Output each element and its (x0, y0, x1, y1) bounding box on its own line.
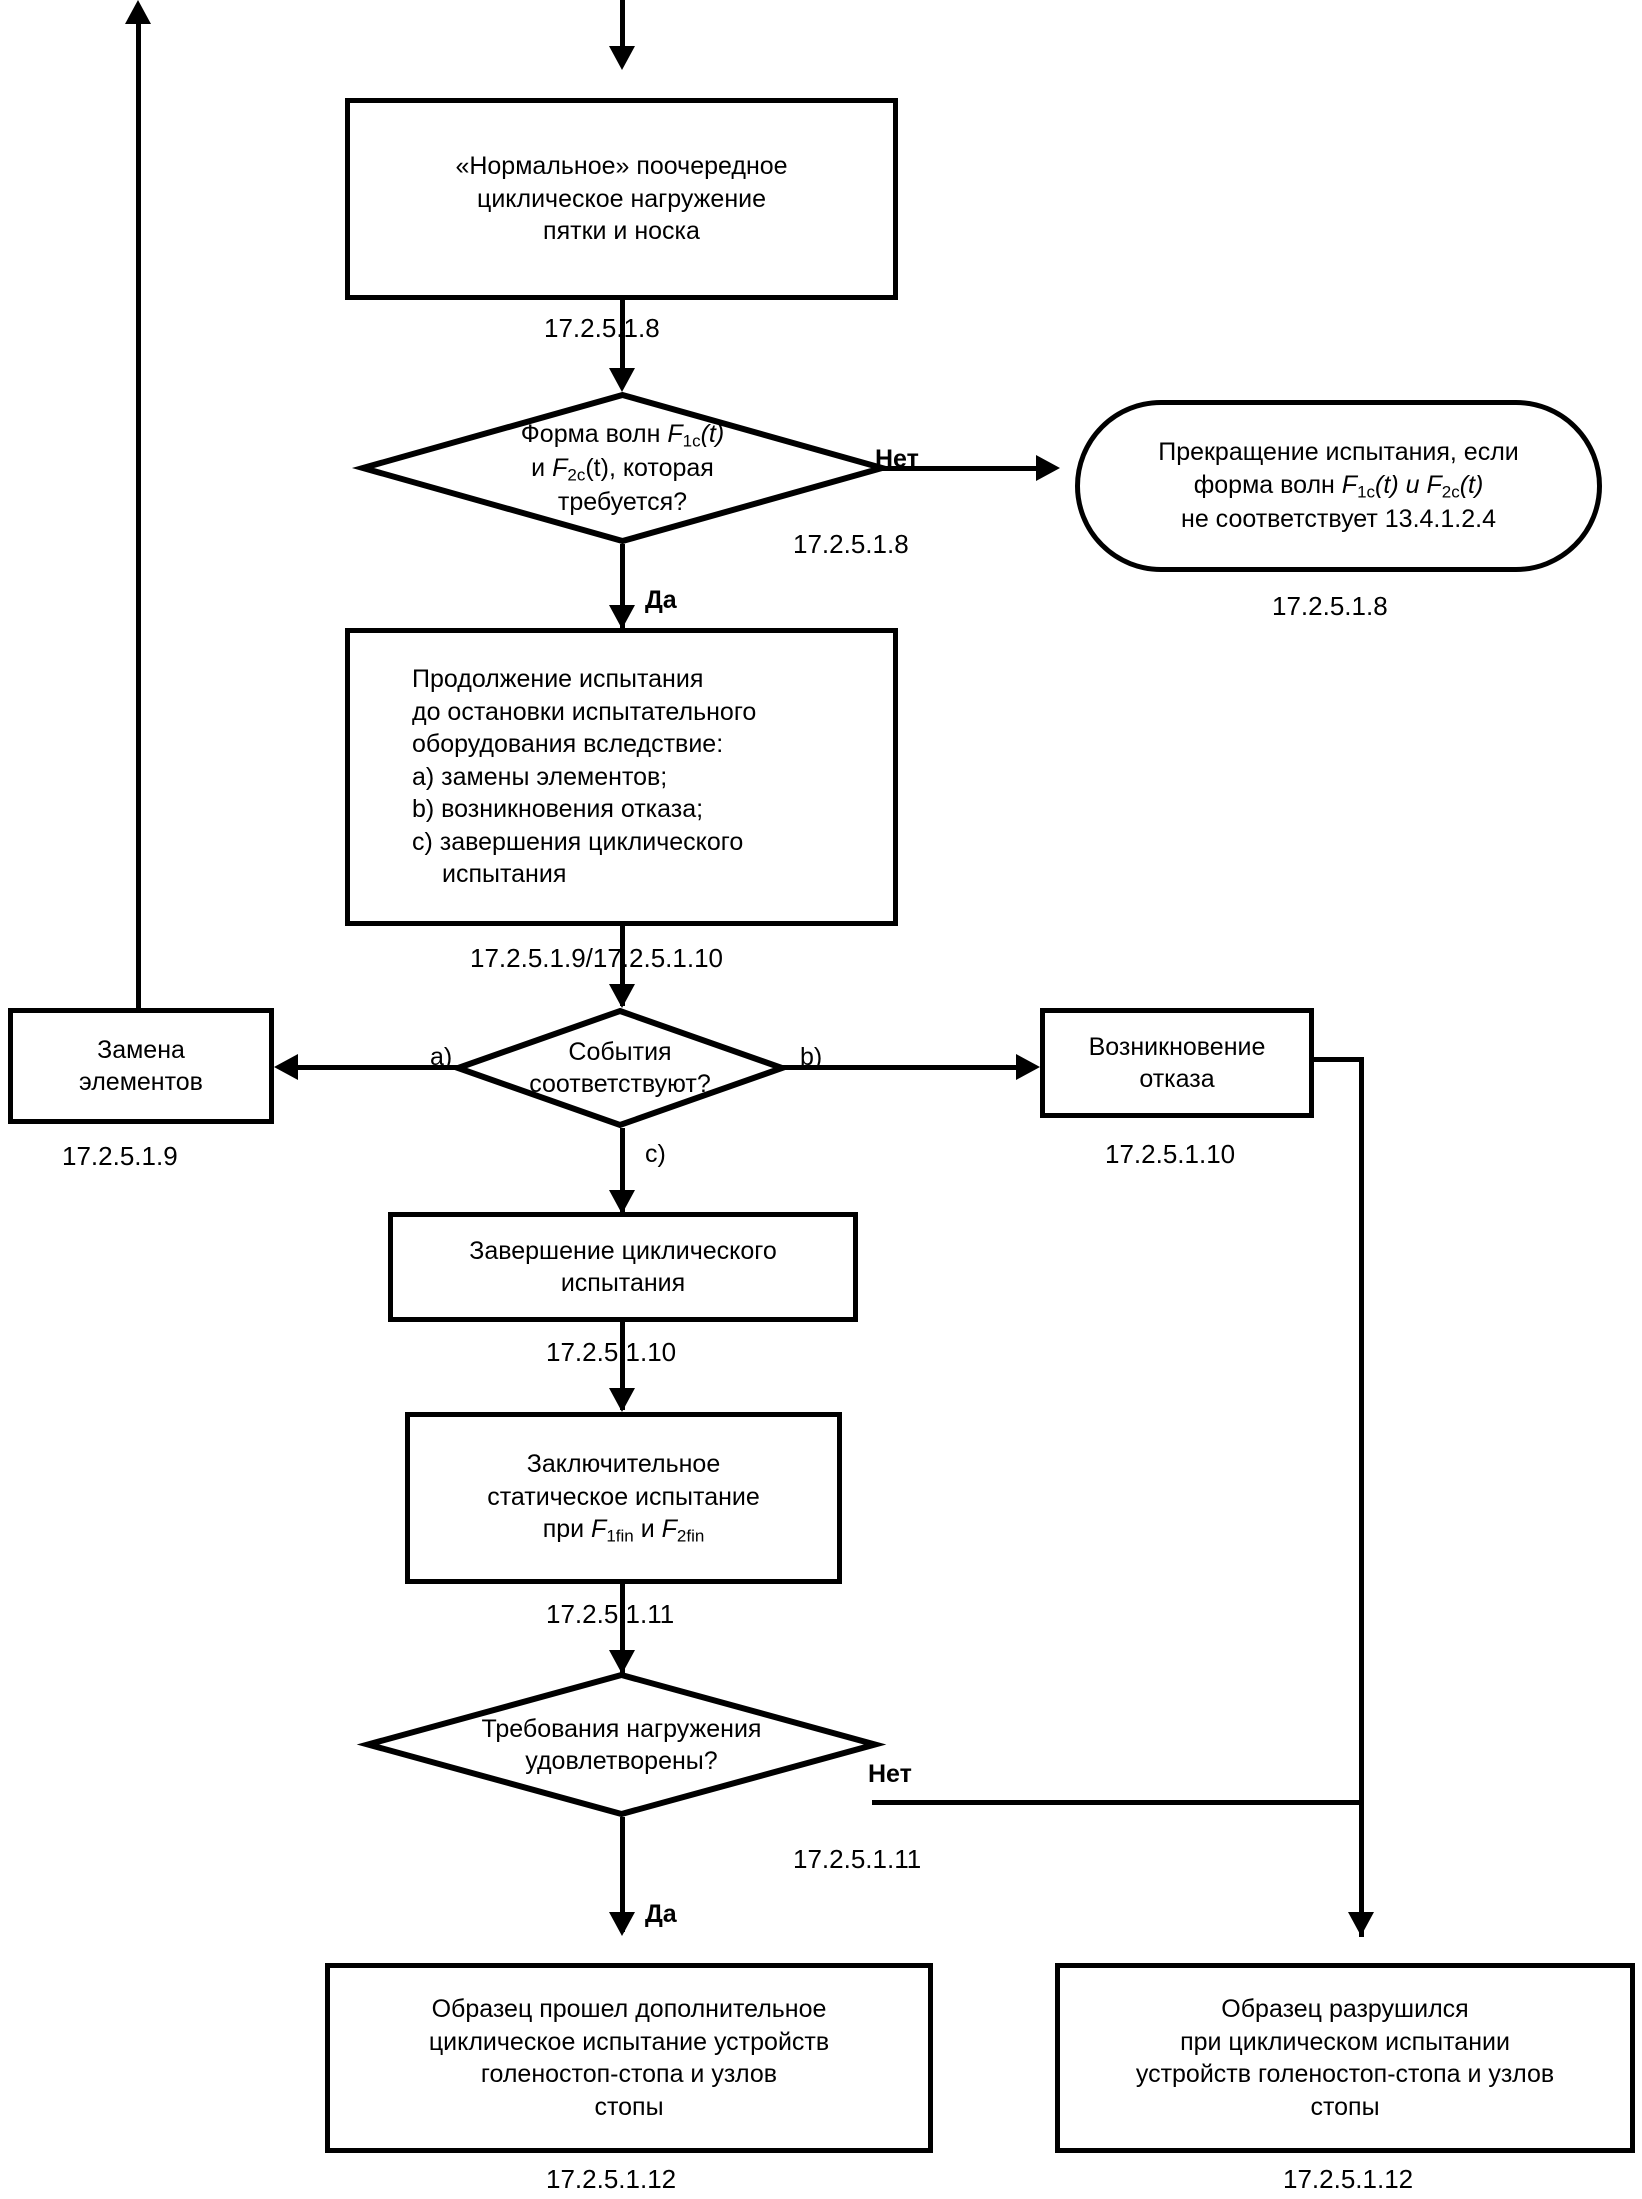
node-replace-elements-line2: элементов (79, 1068, 203, 1096)
connector-events-to-replace-arrowhead (274, 1054, 298, 1080)
clause-continue-test: 17.2.5.1.9/17.2.5.1.10 (470, 943, 723, 973)
clause-passed: 17.2.5.1.12 (546, 2164, 677, 2194)
connector-failure-right (1309, 1057, 1364, 1062)
node-passed-text: Образец прошел дополнительное циклическо… (330, 1993, 928, 2123)
clause-cycle-complete: 17.2.5.1.10 (546, 1337, 677, 1367)
node-continue-test-line4: a) замены элементов; (412, 762, 668, 791)
clause-failed: 17.2.5.1.12 (1283, 2164, 1414, 2194)
node-final-static: Заключительное статическое испытание при… (405, 1412, 842, 1584)
node-failed: Образец разрушился при циклическом испыт… (1055, 1963, 1635, 2153)
connector-events-branch-c-arrowhead (609, 1190, 635, 1214)
node-continue-test-line6: c) завершения циклического (412, 827, 744, 856)
node-cycle-complete-line2: испытания (560, 1269, 686, 1297)
node-failed-line4: стопы (1310, 2092, 1380, 2121)
requirements-decision-shape (356, 1671, 887, 1818)
connector-continue-to-events (620, 926, 625, 1006)
node-normal-loading-line3: пятки и носка (543, 217, 700, 246)
node-stop-test: Прекращение испытания, если форма волн F… (1075, 400, 1602, 572)
node-events-decision: События соответствуют? (448, 1007, 792, 1129)
entry-arrowhead (609, 46, 635, 70)
node-passed-line2: циклическое испытание устройств (428, 2027, 830, 2056)
node-requirements-decision: Требования нагружения удовлетворены? (356, 1671, 887, 1818)
label-events-branch-a: a) (430, 1043, 453, 1071)
node-stop-test-text: Прекращение испытания, если форма волн F… (1080, 436, 1597, 535)
connector-normal-to-waveform (620, 300, 625, 385)
connector-requirements-yes (620, 1817, 625, 1932)
connector-final-to-requirements (620, 1584, 625, 1674)
node-final-static-text: Заключительное статическое испытание при… (410, 1448, 837, 1547)
label-events-branch-c: c) (645, 1140, 666, 1168)
connector-waveform-no-arrowhead (1036, 455, 1060, 481)
label-events-branch-b: b) (800, 1043, 823, 1071)
entry-line (620, 0, 625, 50)
connector-final-to-requirements-arrowhead (609, 1650, 635, 1674)
node-waveform-decision: Форма волн F1c(t) и F2c(t), которая треб… (351, 391, 894, 545)
clause-requirements-decision: 17.2.5.1.11 (793, 1844, 922, 1874)
clause-stop-test: 17.2.5.1.8 (1272, 591, 1388, 621)
connector-requirements-yes-arrowhead (609, 1912, 635, 1936)
connector-cycle-to-final (620, 1322, 625, 1410)
connector-events-to-replace (290, 1065, 460, 1070)
connector-cycle-to-final-arrowhead (609, 1388, 635, 1412)
connector-continue-to-events-arrowhead (609, 984, 635, 1008)
node-failed-text: Образец разрушился при циклическом испыт… (1060, 1993, 1630, 2123)
node-normal-loading-text: «Нормальное» поочередное циклическое наг… (350, 150, 893, 248)
node-cycle-complete: Завершение циклического испытания (388, 1212, 858, 1322)
node-passed-line4: стопы (594, 2092, 664, 2121)
connector-events-to-failure-arrowhead (1016, 1054, 1040, 1080)
connector-requirements-no (872, 1800, 1362, 1805)
node-stop-test-line2: форма волн F1c(t) и F2c(t) (1193, 470, 1484, 502)
clause-normal-loading: 17.2.5.1.8 (544, 313, 660, 343)
node-normal-loading-line1: «Нормальное» поочередное (455, 152, 788, 181)
node-continue-test-line7: испытания (442, 860, 567, 889)
node-passed-line3: голеностоп-стопа и узлов (480, 2060, 778, 2088)
feedback-loop-arrowhead (125, 0, 151, 24)
node-stop-test-line1: Прекращение испытания, если (1158, 438, 1519, 467)
label-requirements-no: Нет (868, 1760, 912, 1788)
node-failed-line2: при циклическом испытании (1180, 2027, 1510, 2056)
node-replace-elements-line1: Замена (97, 1035, 185, 1064)
node-normal-loading: «Нормальное» поочередное циклическое наг… (345, 98, 898, 300)
node-final-static-line3: при F1fin и F2fin (542, 1515, 705, 1546)
node-continue-test-line2: до остановки испытательного (412, 697, 757, 726)
connector-normal-to-waveform-arrowhead (609, 368, 635, 392)
node-continue-test-line5: b) возникновения отказа; (412, 795, 704, 824)
node-failure-occurred-text: Возникновение отказа (1045, 1031, 1309, 1096)
node-final-static-line2: статическое испытание (487, 1482, 760, 1511)
feedback-loop-line (136, 18, 141, 1038)
connector-events-branch-c (620, 1128, 625, 1213)
node-failure-occurred-line2: отказа (1139, 1065, 1215, 1093)
node-failure-occurred-line1: Возникновение (1088, 1032, 1266, 1061)
node-passed-line1: Образец прошел дополнительное (431, 1995, 827, 2023)
node-final-static-line1: Заключительное (526, 1450, 721, 1479)
clause-final-static: 17.2.5.1.11 (546, 1599, 675, 1629)
node-cycle-complete-line1: Завершение циклического (469, 1236, 777, 1265)
connector-failure-down-arrowhead (1348, 1912, 1374, 1936)
node-failed-line3: устройств голеностоп-стопа и узлов (1135, 2060, 1555, 2088)
node-continue-test-line1: Продолжение испытания (412, 665, 704, 694)
connector-events-to-failure (782, 1065, 1030, 1070)
node-failed-line1: Образец разрушился (1221, 1995, 1469, 2023)
label-waveform-yes: Да (645, 586, 677, 614)
connector-waveform-yes (620, 544, 625, 629)
node-cycle-complete-text: Завершение циклического испытания (393, 1235, 853, 1300)
connector-failure-down (1359, 1057, 1364, 1937)
node-continue-test-text: Продолжение испытания до остановки испыт… (350, 663, 893, 891)
connector-waveform-no (880, 466, 1050, 471)
node-passed: Образец прошел дополнительное циклическо… (325, 1963, 933, 2153)
node-continue-test: Продолжение испытания до остановки испыт… (345, 628, 898, 926)
node-replace-elements-text: Замена элементов (13, 1034, 269, 1099)
clause-replace-elements: 17.2.5.1.9 (62, 1141, 178, 1171)
waveform-decision-shape (351, 391, 894, 545)
events-decision-shape (448, 1007, 792, 1129)
node-replace-elements: Замена элементов (8, 1008, 274, 1124)
node-stop-test-line3: не соответствует 13.4.1.2.4 (1181, 505, 1496, 534)
connector-waveform-yes-arrowhead (609, 605, 635, 629)
label-requirements-yes: Да (645, 1900, 677, 1928)
clause-waveform-decision: 17.2.5.1.8 (793, 529, 909, 559)
node-failure-occurred: Возникновение отказа (1040, 1008, 1314, 1118)
node-normal-loading-line2: циклическое нагружение (477, 184, 766, 213)
clause-failure-occurred: 17.2.5.1.10 (1105, 1139, 1236, 1169)
node-continue-test-line3: оборудования вследствие: (412, 730, 724, 759)
